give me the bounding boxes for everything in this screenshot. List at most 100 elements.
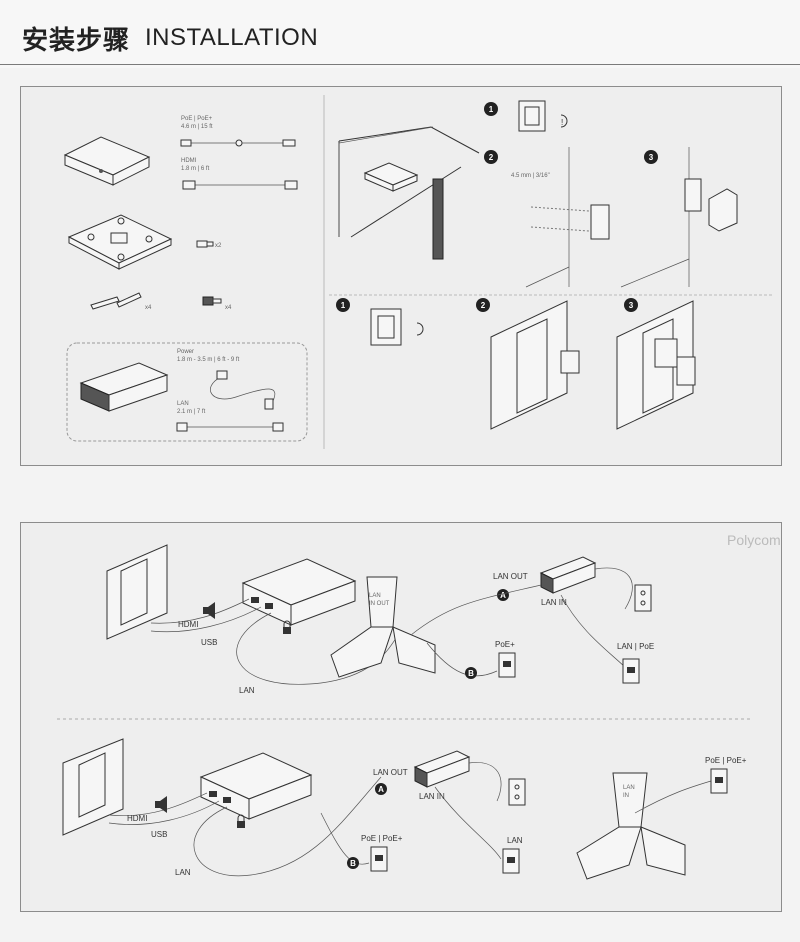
wall-distance-label: 4.5 mm | 3/16" [511,173,550,179]
screw-count-x4: x4 [225,305,232,311]
screw-small-illustration [196,240,214,248]
connection-diagram: Polycom HDMI USB LAN [57,532,781,880]
installation-panel-connections: Polycom HDMI USB LAN [20,522,782,912]
top-lan-out-label: LAN OUT [493,572,528,581]
bottom-badge-a-text: A [378,785,384,794]
bottom-badge-b-text: B [350,859,356,868]
lower-step1-number: 1 [341,301,346,310]
bottom-poe-label: PoE | PoE+ [361,834,403,843]
top-lan-in-label: LAN IN [541,598,567,607]
lower-step2-number: 2 [481,301,486,310]
top-hdmi-label: HDMI [178,620,198,629]
bottom-poe-injector [413,750,471,788]
bottom-badge-a [375,783,387,795]
polycom-watermark: Polycom [727,532,781,548]
top-poe-injector [539,556,597,594]
bottom-lan-cable [193,776,382,877]
poe-cable-label: PoE | PoE+ [181,116,213,122]
hdmi-cable-length: 1.8 m | 6 ft [181,166,210,172]
top-phone-inout-label: IN OUT [369,601,390,607]
bottom-lan-wall-label: LAN [507,836,523,845]
top-phone-lan-label: LAN [369,593,381,599]
poe-cable-illustration [180,139,296,147]
lock-icon [283,620,291,634]
bottom-speaker-icon [155,796,167,813]
top-badge-a-text: A [500,591,506,600]
hub-device-illustration [63,136,151,186]
bottom-phone-poe-cable [634,780,712,814]
top-phone-to-injector-cable [410,584,542,636]
lower-step2-badge [476,298,490,312]
lan-cable-label: LAN [177,401,189,407]
bottom-power-outlet [508,778,526,806]
top-lan-label: LAN [239,686,255,695]
top-badge-b-text: B [468,669,474,678]
bottom-lan-in-label: LAN IN [419,792,445,801]
lower-step2-display-mount [490,300,580,430]
bottom-lan-in-cable [434,786,502,860]
upper-step1-number: 1 [489,105,494,114]
bottom-phone-lan-label: LAN [623,785,635,791]
top-lan-in-cable [560,594,628,670]
svg-text:!: ! [561,118,563,127]
page-title-en: INSTALLATION [145,24,319,51]
bottom-usb-label: USB [151,830,167,839]
bottom-lan-wall-jack [502,848,520,874]
lower-step3-display-mount [616,300,696,430]
top-hdmi-cable [150,598,250,624]
lower-step1-badge [336,298,350,312]
page-header: 安装步骤 INSTALLATION [0,0,800,68]
top-usb-cable [150,606,262,633]
top-usb-label: USB [201,638,217,647]
power-injector-illustration [79,362,169,412]
bottom-display-illustration [62,738,124,836]
bottom-right-poe-label: PoE | PoE+ [705,756,747,765]
screw-large-illustration [202,296,222,306]
upper-step3-wall-mount [620,147,738,288]
header-divider [0,64,800,65]
table-mount-illustration [338,126,480,260]
bottom-badge-b [347,857,359,869]
upper-step3-badge [644,150,658,164]
hdmi-cable-label: HDMI [181,158,197,164]
anchor-count-x4: x4 [145,305,152,311]
top-power-outlet [634,584,652,612]
speaker-icon [203,602,215,619]
page-title-cn: 安装步骤 [22,26,131,56]
upper-step1-badge [484,102,498,116]
parts-mounting-diagram: PoE | PoE+ 4.6 m | 15 ft HDMI 1.8 m | 6 … [63,95,773,449]
lower-step3-number: 3 [629,301,634,310]
lan-cable-length: 2.1 m | 7 ft [177,409,206,415]
bottom-hdmi-label: HDMI [127,814,147,823]
power-cable-length: 1.8 m - 3.5 m | 6 ft - 9 ft [177,357,240,363]
top-poe-plus-label: PoE+ [495,640,515,649]
poe-cable-length: 4.6 m | 15 ft [181,124,213,130]
bottom-lan-out-label: LAN OUT [373,768,408,777]
wall-anchor-illustration [90,292,142,310]
bottom-power-cable [468,762,502,802]
upper-step1-bracket: ! [518,100,568,132]
bottom-poe-cable [320,812,370,865]
bottom-phone-in-label: IN [623,793,629,799]
top-lan-poe-label: LAN | PoE [617,642,654,651]
installation-panel-parts-mounting: PoE | PoE+ 4.6 m | 15 ft HDMI 1.8 m | 6 … [20,86,782,466]
top-power-cable [594,567,633,610]
screw-count-x2: x2 [215,243,222,249]
upper-step3-number: 3 [649,153,654,162]
top-badge-a [497,589,509,601]
mounting-bracket-illustration [67,214,173,270]
lan-cable-illustration [176,422,284,432]
top-display-illustration [106,544,168,640]
hdmi-cable-illustration [182,180,298,190]
bottom-lock-icon [237,814,245,828]
bottom-usb-cable [108,800,220,825]
bottom-conference-phone [576,772,686,880]
upper-step2-number: 2 [489,153,494,162]
top-poe-plus-cable [426,642,498,677]
power-cable-label: Power [177,349,194,355]
top-poe-plus-wall-jack [498,652,516,678]
top-conference-phone [330,576,436,678]
bottom-hub-illustration [199,752,313,820]
top-hub-illustration [241,558,357,626]
power-cable-illustration [210,370,276,410]
